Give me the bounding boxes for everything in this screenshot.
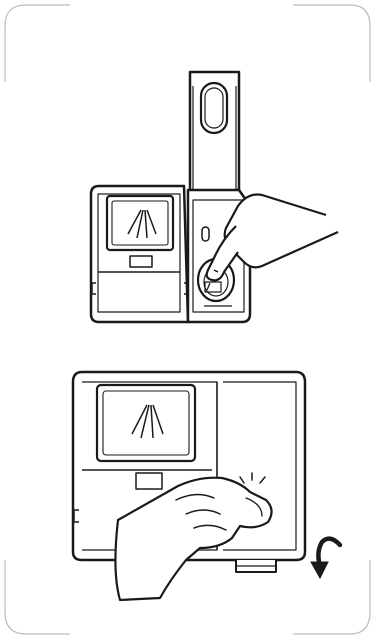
detergent-window — [97, 385, 195, 461]
dispenser-open — [91, 72, 250, 322]
rotate-arrow-icon — [311, 539, 340, 578]
